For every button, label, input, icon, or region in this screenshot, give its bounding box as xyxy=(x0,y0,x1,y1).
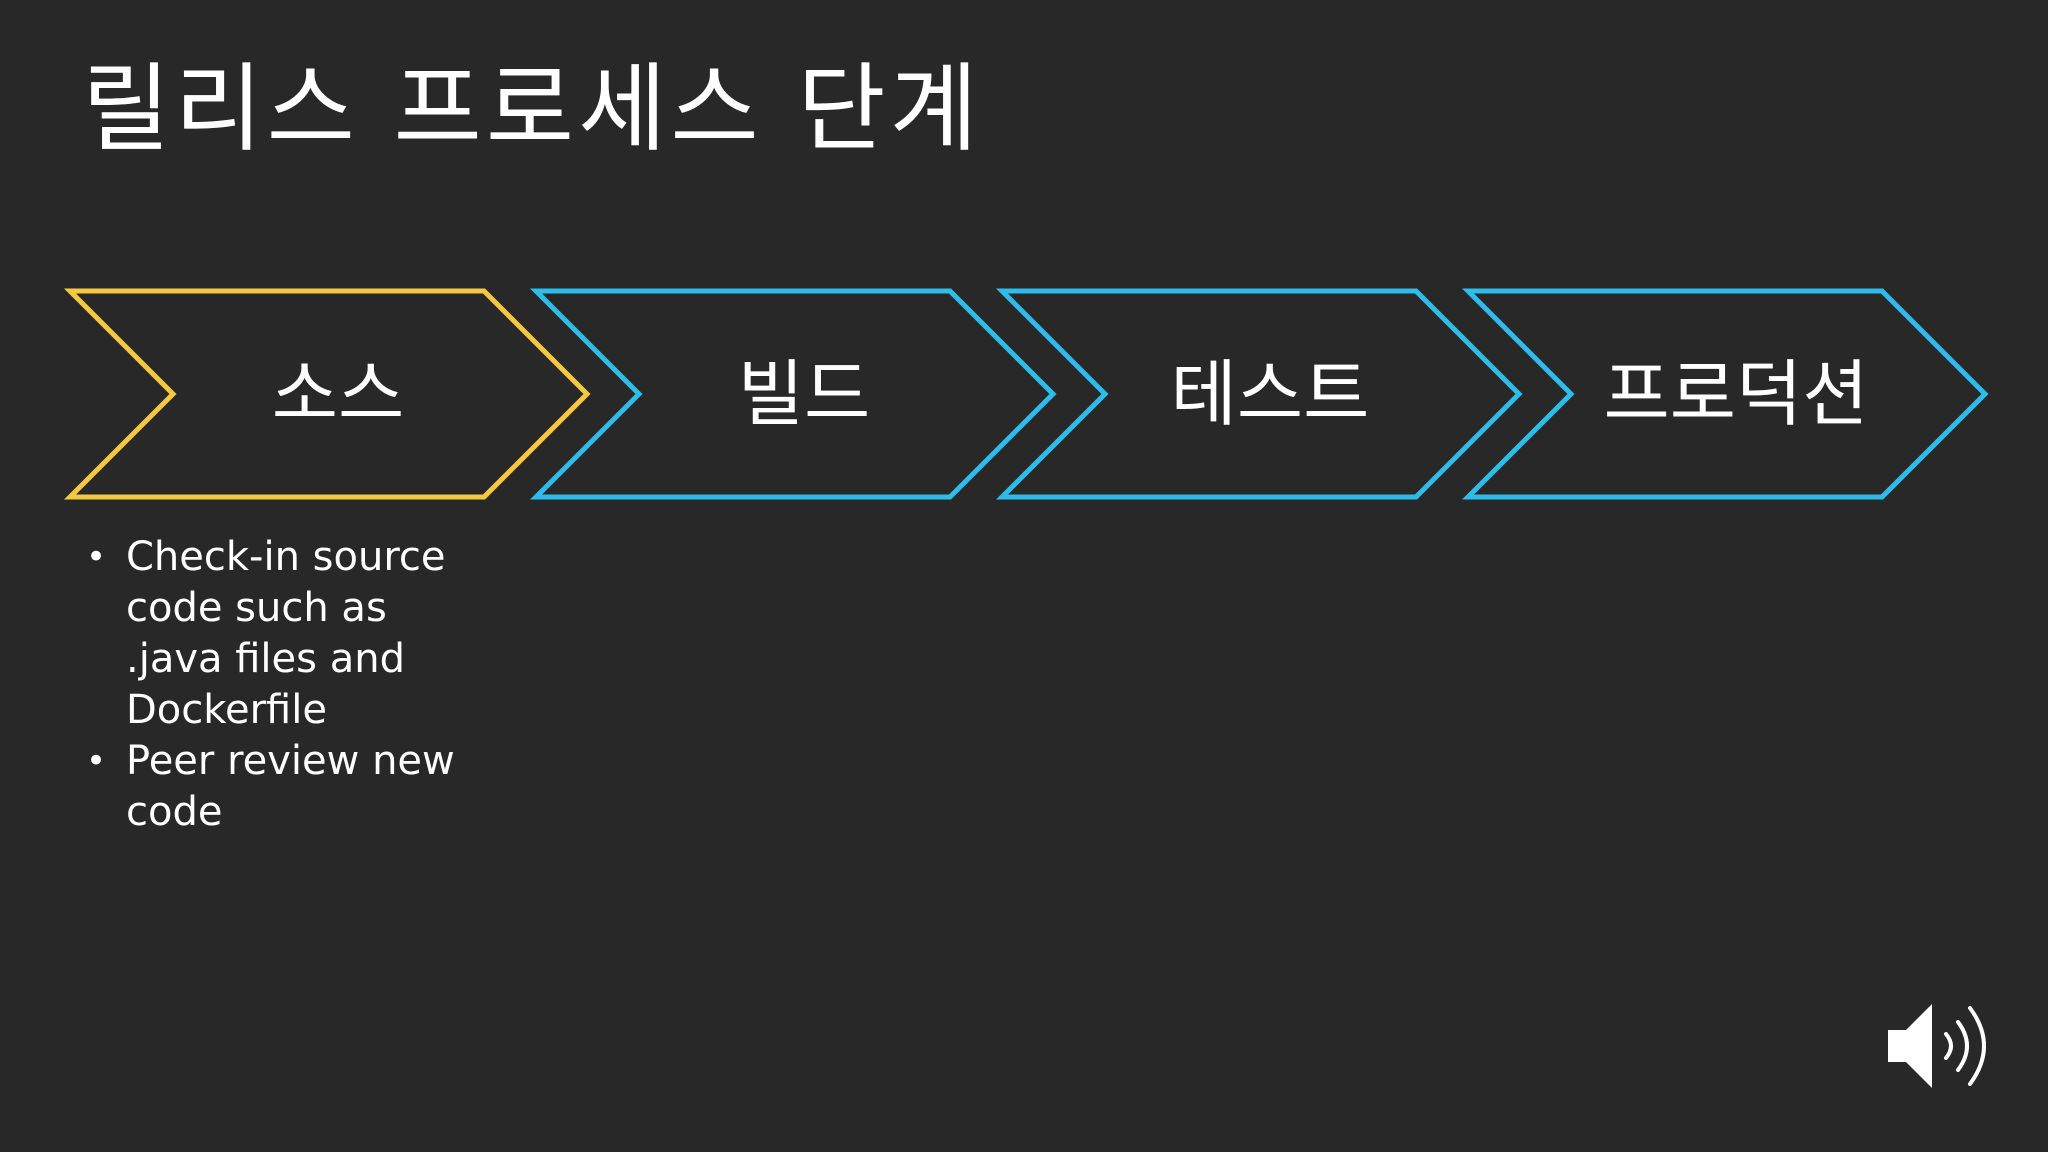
bullet-item: Peer review new code xyxy=(86,736,486,838)
stage-build-chevron xyxy=(529,288,1057,500)
stage-build: 빌드 xyxy=(529,288,1057,500)
stage-test-label: 테스트 xyxy=(1171,352,1370,436)
stage-production-label: 프로덕션 xyxy=(1604,352,1869,436)
stage-test: 테스트 xyxy=(995,288,1523,500)
speaker-icon[interactable] xyxy=(1884,996,2004,1096)
stage-production-chevron xyxy=(1461,288,1989,500)
source-stage-bullets: Check-in source code such as .java files… xyxy=(86,532,486,838)
stage-source-chevron xyxy=(63,288,591,500)
bullet-item: Check-in source code such as .java files… xyxy=(86,532,486,736)
stage-test-chevron xyxy=(995,288,1523,500)
slide-title: 릴리스 프로세스 단계 xyxy=(82,53,982,165)
stage-build-label: 빌드 xyxy=(738,352,870,436)
stage-production: 프로덕션 xyxy=(1461,288,1989,500)
stage-source: 소스 xyxy=(63,288,591,500)
stage-source-label: 소스 xyxy=(272,352,404,436)
